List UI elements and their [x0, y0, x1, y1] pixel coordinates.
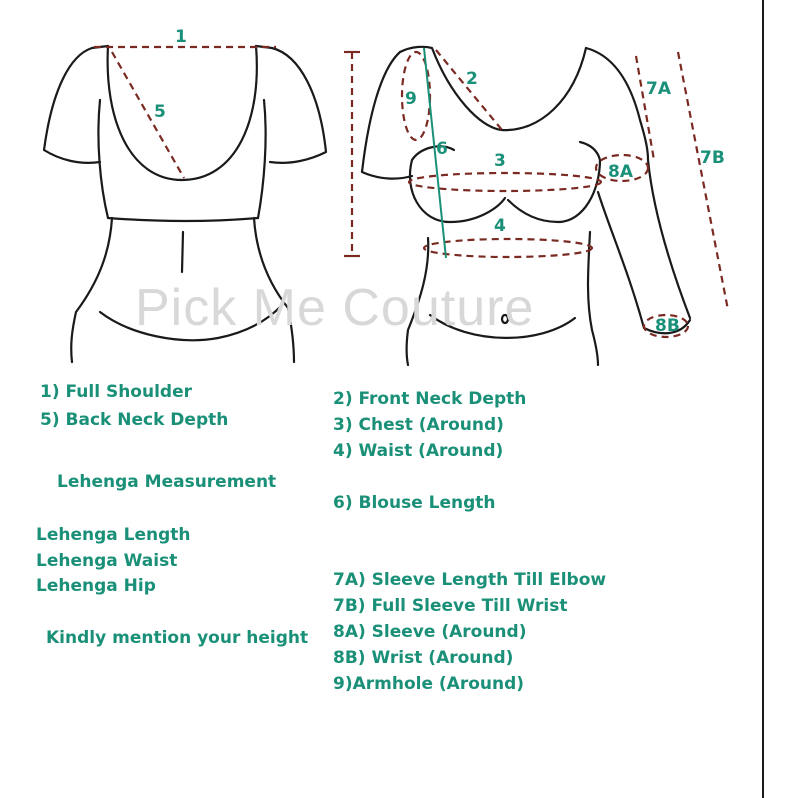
back-torso-right: [252, 216, 296, 364]
front-navel: [500, 313, 510, 325]
legend-lehenga-length: Lehenga Length: [36, 525, 191, 545]
legend-waist: 4) Waist (Around): [333, 441, 504, 461]
full-sleeve-guide: [676, 51, 730, 311]
back-lower-curve: [98, 303, 284, 342]
legend-blouse-length: 6) Blouse Length: [333, 493, 496, 513]
front-arm-inner: [596, 190, 646, 330]
front-arm-end: [642, 318, 692, 335]
label-full-shoulder: 1: [175, 27, 187, 47]
back-view-diagram: [42, 44, 328, 364]
back-right-sleeve: [268, 46, 328, 164]
front-right-shoulder: [584, 46, 650, 162]
label-wrist-around: 8B: [655, 316, 680, 336]
label-waist: 4: [494, 216, 506, 236]
back-blouse-hem: [106, 216, 260, 223]
legend-lehenga-heading: Lehenga Measurement: [57, 472, 277, 492]
back-left-sleeve: [42, 46, 102, 164]
legend-wrist-around: 8B) Wrist (Around): [333, 648, 514, 668]
front-torso-left: [405, 236, 430, 367]
front-arm-outer: [646, 158, 692, 320]
back-neck-depth-guide: [111, 51, 185, 179]
back-blouse-left-side: [97, 98, 110, 220]
legend-chest: 3) Chest (Around): [333, 415, 504, 435]
back-blouse-right-side: [256, 98, 267, 220]
legend-sleeve-around: 8A) Sleeve (Around): [333, 622, 527, 642]
label-sleeve-around: 8A: [608, 162, 633, 182]
waist-around-guide: [422, 237, 594, 259]
legend-lehenga-waist: Lehenga Waist: [36, 551, 178, 571]
watermark: Pick Me Couture: [135, 279, 535, 337]
sleeve-around-guide: [594, 153, 650, 183]
legend-full-sleeve: 7B) Full Sleeve Till Wrist: [333, 596, 568, 616]
front-bust-left-top: [410, 145, 456, 162]
right-border-line: [762, 0, 764, 798]
front-guides: [344, 49, 730, 339]
front-bust-right-top: [578, 140, 602, 162]
front-right-bust: [506, 158, 602, 224]
legend-back-neck-depth: 5) Back Neck Depth: [40, 410, 229, 430]
label-chest: 3: [494, 151, 506, 171]
back-torso-left: [70, 216, 114, 364]
back-guides: [94, 45, 276, 179]
label-sleeve-elbow: 7A: [646, 79, 671, 99]
back-spine: [180, 230, 185, 274]
front-neckline: [398, 45, 588, 132]
label-blouse-length: 6: [436, 139, 448, 159]
front-left-bust: [408, 158, 507, 224]
legend-full-shoulder: 1) Full Shoulder: [40, 382, 192, 402]
blouse-length-guide: [423, 47, 447, 259]
legend-lehenga-hip: Lehenga Hip: [36, 576, 156, 596]
back-neckline: [106, 44, 258, 182]
legend-front-neck-depth: 2) Front Neck Depth: [333, 389, 527, 409]
chest-around-guide: [407, 171, 603, 193]
sleeve-elbow-guide: [634, 55, 656, 161]
front-torso-right: [586, 230, 600, 367]
front-lower-curve: [428, 313, 577, 339]
label-full-sleeve: 7B: [700, 148, 725, 168]
legend-sleeve-elbow: 7A) Sleeve Length Till Elbow: [333, 570, 607, 590]
label-back-neck-depth: 5: [154, 102, 166, 122]
label-front-neck-depth: 2: [466, 69, 478, 89]
wrist-around-guide: [642, 313, 690, 339]
legend-height-note: Kindly mention your height: [46, 628, 309, 648]
legend-armhole: 9)Armhole (Around): [333, 674, 525, 694]
front-left-sleeve: [360, 50, 414, 180]
label-armhole: 9: [405, 89, 417, 109]
front-neck-depth-guide: [435, 49, 503, 131]
